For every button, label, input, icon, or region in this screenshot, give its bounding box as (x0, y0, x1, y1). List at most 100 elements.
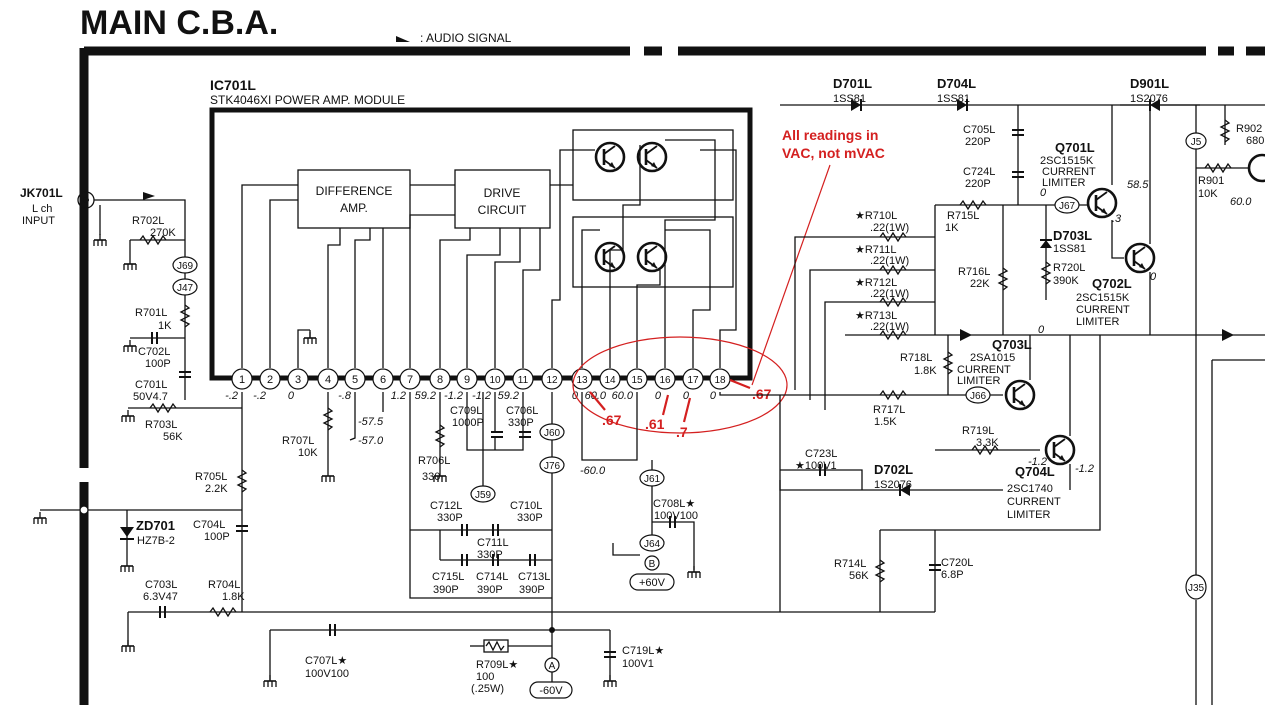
red-reading-18: .67 (752, 386, 772, 402)
c710-value: 330P (517, 512, 543, 524)
d703-value: 1SS81 (1053, 243, 1086, 255)
c708-ref: C708L★ (653, 498, 695, 510)
pin-number: 10 (489, 375, 501, 386)
node-b: B (649, 559, 656, 570)
r701-ref: R701L (135, 307, 167, 319)
d701-value: 1SS81 (833, 93, 866, 105)
pin-number: 18 (714, 375, 726, 386)
pin-number: 1 (239, 374, 245, 386)
r703-value: 56K (163, 431, 183, 443)
c702-value: 100P (145, 358, 171, 370)
pin-number: 17 (687, 375, 699, 386)
zd701-value: HZ7B-2 (137, 535, 175, 547)
red-reading-13: .67 (602, 412, 622, 428)
r719-ref: R719L (962, 425, 994, 437)
output-transistor-icon (636, 241, 668, 273)
q704-type: 2SC1740 (1007, 483, 1053, 495)
module-pin (317, 368, 339, 390)
jumper-j35: J35 (1188, 583, 1205, 594)
c715-ref: C715L (432, 571, 464, 583)
q704-transistor-icon (1044, 434, 1076, 466)
c723-ref: C723L (805, 448, 837, 460)
pin-voltage: 59.2 (498, 390, 519, 402)
c715-value: 390P (433, 584, 459, 596)
q901-transistor-icon (1247, 153, 1265, 183)
r704-value: 1.8K (222, 591, 245, 603)
r711-ref: ★R711L (855, 244, 896, 256)
q702-transistor-icon (1124, 242, 1156, 274)
c719-value: 100V1 (622, 658, 654, 670)
note-pointer (751, 164, 831, 386)
r720-value: 390K (1053, 275, 1079, 287)
pin-number: 14 (604, 375, 616, 386)
module-pin (512, 368, 534, 390)
pin-number: 7 (407, 374, 413, 386)
pin-voltage: 1.2 (391, 390, 406, 402)
power-amp-module: IC701L STK4046XI POWER AMP. MODULE DIFFE… (209, 77, 753, 381)
node-pos60v: +60V (639, 577, 666, 589)
jumper-j66: J66 (970, 391, 987, 402)
r717-ref: R717L (873, 404, 905, 416)
c724-value: 220P (965, 178, 991, 190)
r705-value: 2.2K (205, 483, 228, 495)
module-pin (682, 368, 704, 390)
pin-voltage: 0 (710, 390, 717, 402)
r705-ref: R705L (195, 471, 227, 483)
c719-ref: C719L★ (622, 645, 664, 657)
pin-number: 15 (631, 375, 643, 386)
r718-value: 1.8K (914, 365, 937, 377)
c713-ref: C713L (518, 571, 550, 583)
pin-voltage: 60.0 (612, 390, 634, 402)
pin-voltage: -.2 (225, 390, 238, 402)
r720-ref: R720L (1053, 262, 1085, 274)
pin-voltage: -1.2 (472, 390, 491, 402)
c710-ref: C710L (510, 500, 542, 512)
r711-value: .22(1W) (870, 255, 909, 267)
pin-voltage: -.2 (253, 390, 266, 402)
r713-value: .22(1W) (870, 321, 909, 333)
module-pin (484, 368, 506, 390)
r706-value: 330 (422, 471, 440, 483)
module-internal-wiring (241, 139, 737, 368)
r712-value: .22(1W) (870, 288, 909, 300)
module-pin (344, 368, 366, 390)
jumper-j67: J67 (1059, 201, 1076, 212)
c714-value: 390P (477, 584, 503, 596)
r901-ref: R901 (1198, 175, 1224, 187)
c724-ref: C724L (963, 166, 995, 178)
r713-ref: ★R713L (855, 310, 897, 322)
c720-value: 6.8P (941, 569, 964, 581)
jumper-j60: J60 (544, 428, 561, 439)
r707-value: 10K (298, 447, 318, 459)
pin-number: 12 (546, 375, 558, 386)
node-neg60v: -60V (539, 685, 563, 697)
c720-ref: C720L (941, 557, 973, 569)
c708-value: 100V100 (654, 510, 698, 522)
module-pin (626, 368, 648, 390)
pin-voltage: -1.2 (444, 390, 463, 402)
c704-ref: C704L (193, 519, 225, 531)
output-transistor-icon (636, 141, 668, 173)
d901-value: 1S2076 (1130, 93, 1168, 105)
q701-type: 2SC1515K (1040, 155, 1094, 167)
pin-number: 8 (437, 374, 443, 386)
v-neg60: -60.0 (580, 465, 606, 477)
r709-value: 100 (476, 671, 494, 683)
c712-value: 330P (437, 512, 463, 524)
note-line-2: VAC, not mVAC (782, 145, 885, 161)
pin-number: 6 (380, 374, 386, 386)
q702-func2: LIMITER (1076, 316, 1119, 328)
d702-value: 1S2076 (874, 479, 912, 491)
r712-ref: ★R712L (855, 277, 897, 289)
c707-ref: C707L★ (305, 655, 347, 667)
c703-value: 6.3V47 (143, 591, 178, 603)
input-section: JK701L L ch INPUT (20, 186, 186, 400)
q703-transistor-icon (1004, 379, 1036, 411)
v-q701e: .3 (1112, 213, 1122, 225)
module-box (209, 107, 753, 381)
r709-rating: (.25W) (471, 683, 504, 695)
q704-func2: LIMITER (1007, 509, 1050, 521)
jumper-j59: J59 (475, 490, 492, 501)
pin-number: 11 (518, 375, 529, 386)
